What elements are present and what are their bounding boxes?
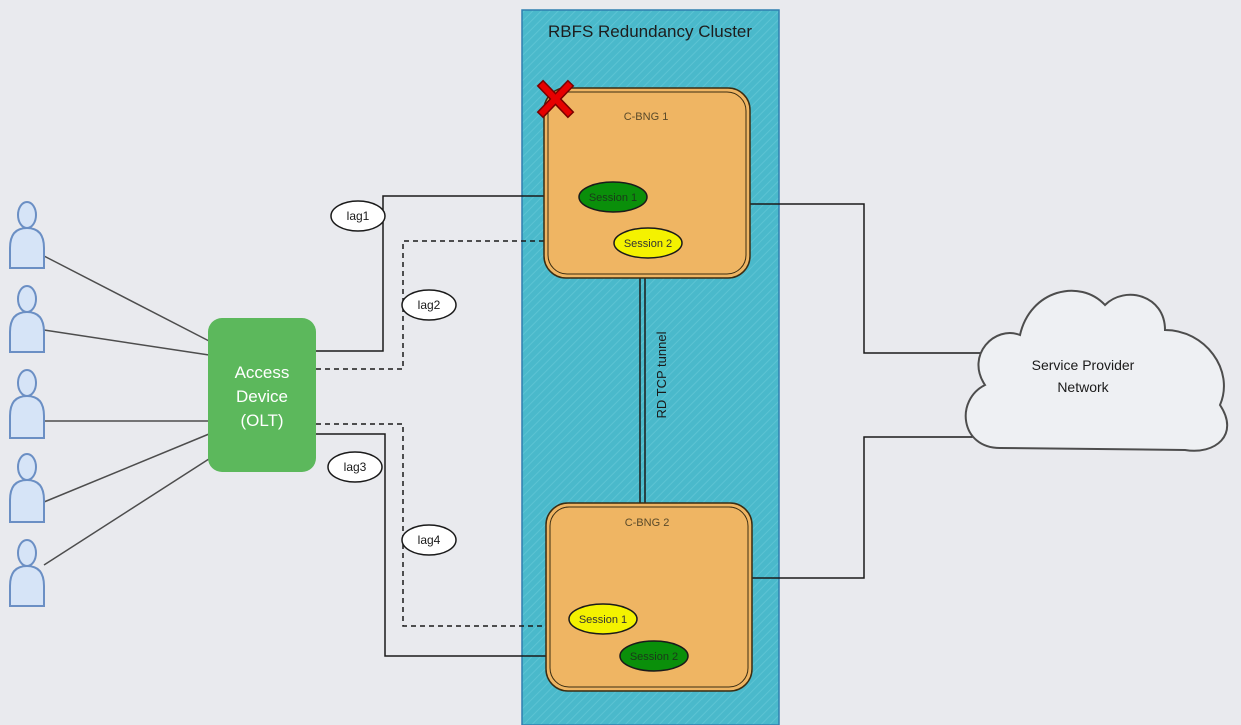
lag-links [316,195,620,657]
cbng1-label: C-BNG 1 [624,111,669,123]
subscriber-links [43,255,213,566]
cbng1-uplink [745,203,1010,354]
lag3-link [316,433,620,657]
lag4-badge: lag4 [401,524,457,556]
cbng1-session2: Session 2 [613,227,683,259]
user-icon [9,369,45,439]
cbng2-box [545,502,753,692]
subscribers [9,201,45,607]
lag1-badge: lag1 [330,200,386,232]
cbng2-node: C-BNG 2 Session 1 Session 2 [545,502,753,692]
cbng2-label: C-BNG 2 [625,517,670,529]
cbng1-box [543,87,751,279]
lag4-label: lag4 [418,533,441,547]
tunnel-label: RD TCP tunnel [654,331,669,418]
cloud-label-line2: Network [1057,379,1109,395]
lag3-label: lag3 [344,460,367,474]
uplinks [745,203,1010,579]
olt-label-line3: (OLT) [240,411,283,430]
cbng2-uplink [752,436,1000,579]
olt-label-line2: Device [236,387,288,406]
cluster-title: RBFS Redundancy Cluster [548,22,752,41]
cbng2-session2: Session 2 [619,640,689,672]
olt-label-line1: Access [235,363,290,382]
lag3-badge: lag3 [327,451,383,483]
cloud-label-line1: Service Provider [1032,357,1135,373]
lag2-badge: lag2 [401,289,457,321]
user-icon [9,453,45,523]
failure-x-icon [536,79,575,119]
lag2-label: lag2 [418,298,441,312]
access-device-olt: Access Device (OLT) [208,318,316,472]
user-icon [9,285,45,353]
cbng2-session1-label: Session 1 [579,614,627,626]
lag1-link [316,195,579,352]
rd-tcp-tunnel: RD TCP tunnel [639,278,669,505]
user-icon [9,539,45,607]
cloud-icon [964,289,1228,452]
user-icon [9,201,45,269]
service-provider-cloud: Service Provider Network [964,289,1228,452]
cbng1-session2-label: Session 2 [624,238,672,250]
cbng2-session2-label: Session 2 [630,651,678,663]
lag4-link [316,423,570,627]
cbng2-session1: Session 1 [568,603,638,635]
olt-box [208,318,316,472]
cbng1-session1: Session 1 [578,181,648,213]
cbng1-node: C-BNG 1 Session 1 Session 2 [543,87,751,279]
lag1-label: lag1 [347,209,370,223]
cbng1-session1-label: Session 1 [589,192,637,204]
